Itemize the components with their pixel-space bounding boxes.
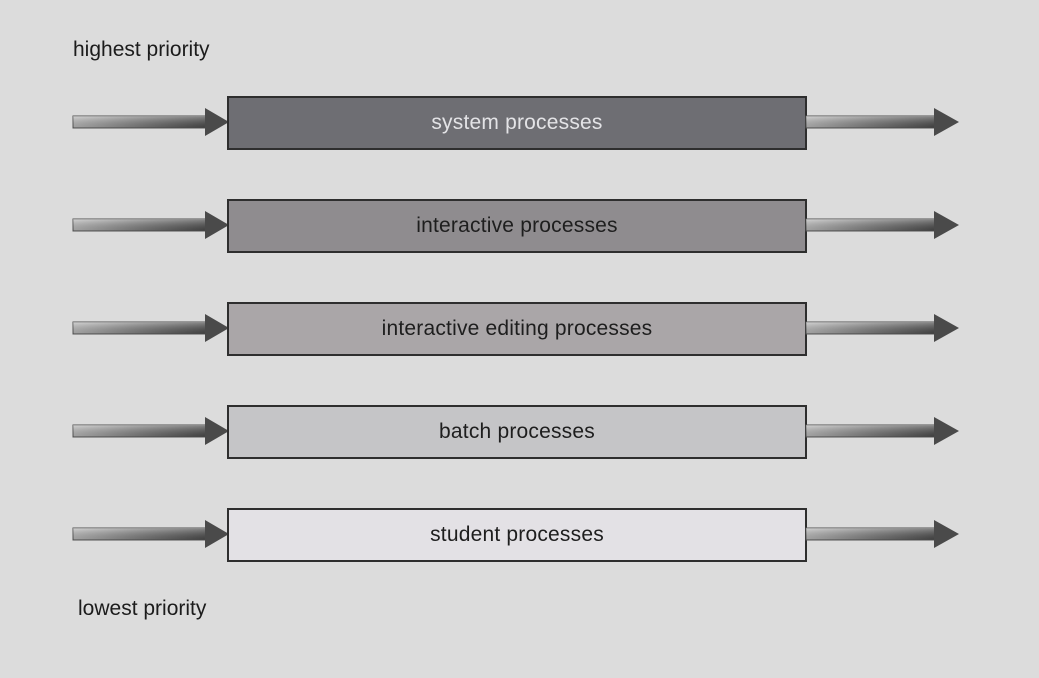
queue-row-interactive: interactive processes (72, 197, 962, 253)
queue-box: interactive editing processes (227, 302, 807, 356)
queue-label: student processes (430, 523, 604, 546)
queue-row-batch: batch processes (72, 403, 962, 459)
queue-row-interactive-editing: interactive editing processes (72, 300, 962, 356)
queue-box: interactive processes (227, 199, 807, 253)
queue-row-student: student processes (72, 506, 962, 562)
incoming-arrow (72, 506, 232, 562)
queue-label: system processes (431, 111, 603, 134)
incoming-arrow (72, 300, 232, 356)
outgoing-arrow (805, 300, 962, 356)
highest-priority-label: highest priority (73, 38, 210, 61)
incoming-arrow (72, 403, 232, 459)
outgoing-arrow (805, 506, 962, 562)
lowest-priority-label: lowest priority (78, 597, 207, 620)
queue-box: student processes (227, 508, 807, 562)
queue-box: system processes (227, 96, 807, 150)
queue-row-system: system processes (72, 94, 962, 150)
queue-label: interactive processes (416, 214, 618, 237)
incoming-arrow (72, 94, 232, 150)
incoming-arrow (72, 197, 232, 253)
queue-label: interactive editing processes (381, 317, 653, 340)
outgoing-arrow (805, 197, 962, 253)
outgoing-arrow (805, 94, 962, 150)
queue-box: batch processes (227, 405, 807, 459)
outgoing-arrow (805, 403, 962, 459)
queue-label: batch processes (439, 420, 595, 443)
